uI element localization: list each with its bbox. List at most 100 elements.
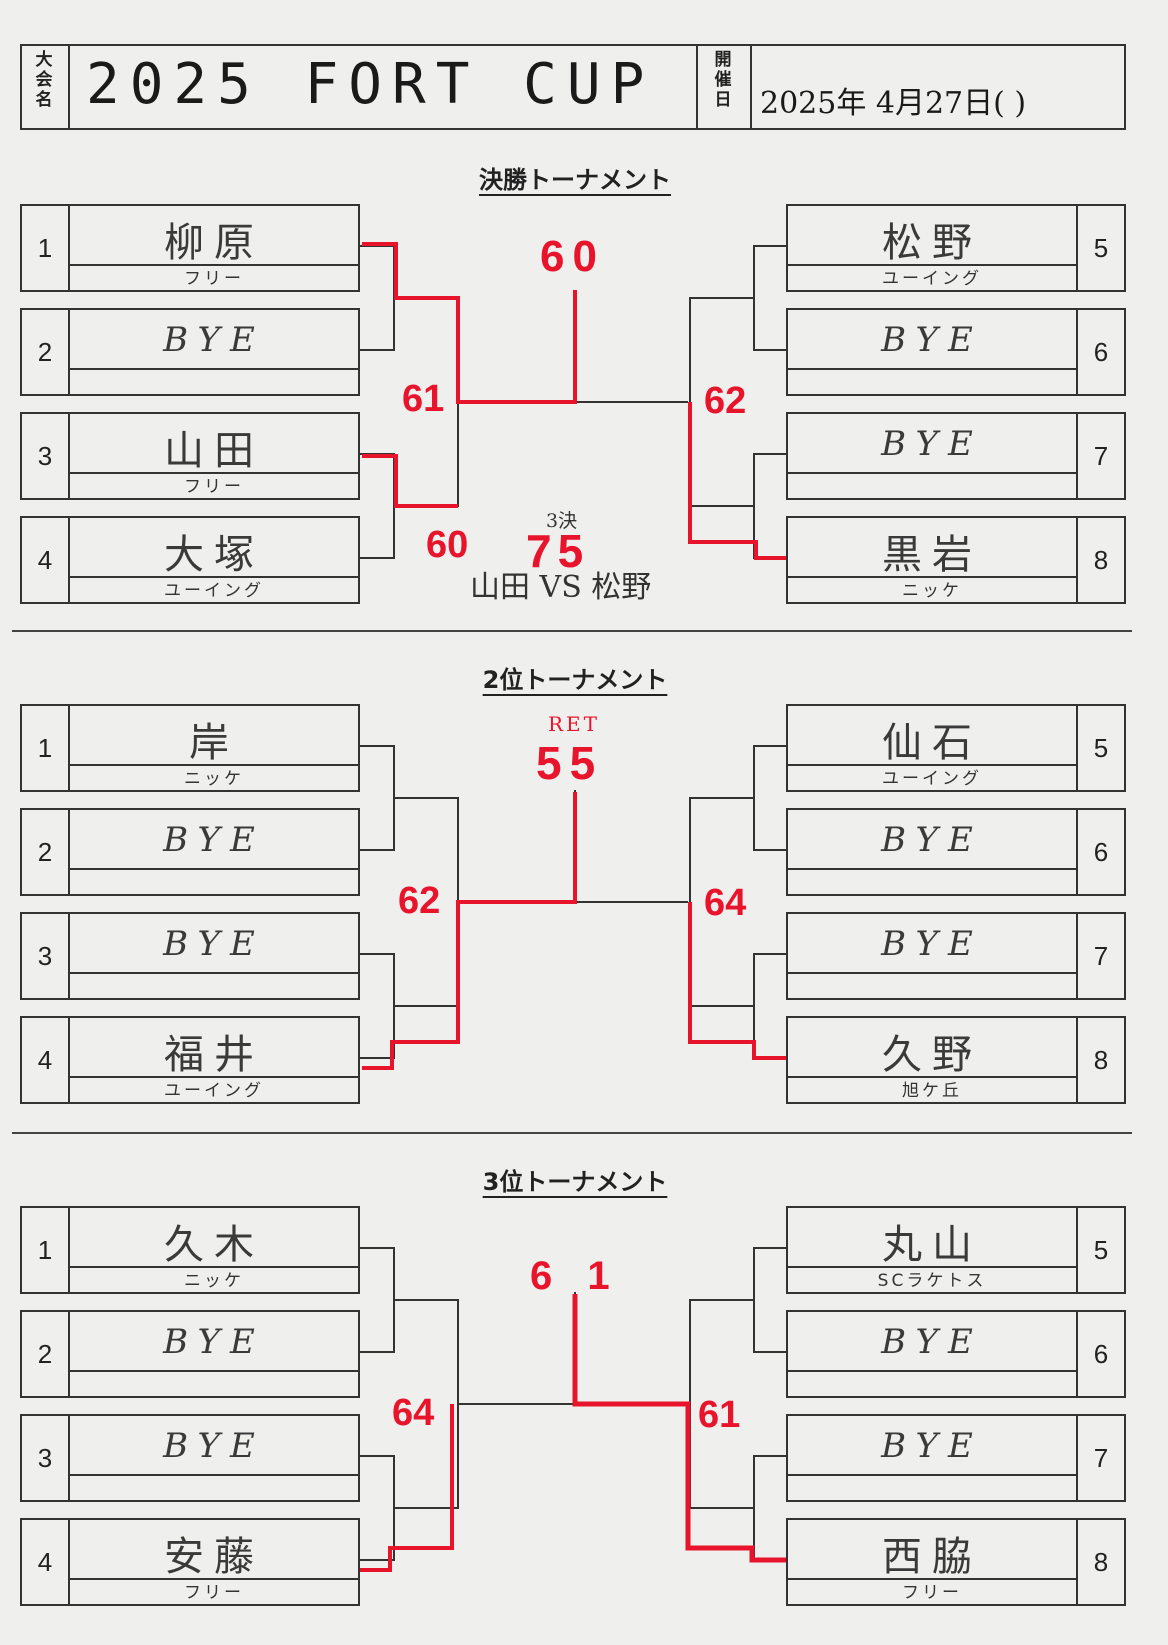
slot-divider: [70, 868, 358, 870]
seed-number: 6: [1076, 1310, 1126, 1398]
player-team: ニッケ: [184, 769, 244, 789]
slot-divider: [788, 1370, 1076, 1372]
player-slot: BYE: [68, 308, 360, 396]
winner-path: [362, 454, 458, 508]
seed-number: 2: [20, 1310, 70, 1398]
left-semi-score-3: 64: [392, 1392, 435, 1434]
third-place-match: 山田 VS 松野: [470, 570, 652, 605]
left-semi-score-1: 61: [402, 378, 445, 420]
left-qf-score-1: 60: [426, 524, 469, 566]
slot-divider: [788, 1474, 1076, 1476]
bracket-line: [360, 1247, 395, 1353]
section-divider-2: [12, 1132, 1132, 1134]
player-team: SCラケトス: [877, 1271, 987, 1291]
slot-divider: [788, 576, 1076, 578]
player-slot: 山田フリー: [68, 412, 360, 500]
player-slot: BYE: [786, 1414, 1078, 1502]
player-slot: BYE: [68, 808, 360, 896]
slot-divider: [788, 764, 1076, 766]
player-slot: BYE: [786, 912, 1078, 1000]
seed-number: 8: [1076, 516, 1126, 604]
slot-divider: [70, 764, 358, 766]
player-slot: 久野旭ケ丘: [786, 1016, 1078, 1104]
right-semi-score-3: 61: [698, 1394, 741, 1436]
seed-number: 2: [20, 808, 70, 896]
bracket-line: [753, 1247, 786, 1353]
slot-divider: [788, 1578, 1076, 1580]
section-title-second: 2位トーナメント: [482, 666, 668, 694]
section-title-third: 3位トーナメント: [482, 1168, 668, 1196]
player-slot: 安藤フリー: [68, 1518, 360, 1606]
slot-divider: [70, 264, 358, 266]
player-name: 柳原: [164, 220, 264, 266]
slot-divider: [70, 1076, 358, 1078]
bracket-line: [360, 745, 395, 851]
player-name: 久野: [882, 1032, 982, 1078]
bracket-line: [360, 245, 395, 351]
player-team: ユーイング: [882, 769, 982, 789]
player-team: フリー: [184, 269, 244, 289]
seed-number: 4: [20, 1016, 70, 1104]
player-slot: BYE: [786, 1310, 1078, 1398]
header-divider-1: [68, 44, 70, 130]
slot-divider: [70, 1474, 358, 1476]
seed-number: 7: [1076, 912, 1126, 1000]
player-slot: 久木ニッケ: [68, 1206, 360, 1294]
player-name: BYE: [163, 320, 265, 360]
player-slot: 丸山 SCラケトス: [786, 1206, 1078, 1294]
slot-divider: [788, 368, 1076, 370]
bracket-line: [360, 953, 395, 1059]
seed-number: 5: [1076, 204, 1126, 292]
seed-number: 4: [20, 1518, 70, 1606]
player-team: ニッケ: [902, 581, 962, 601]
event-name-label: 大 会 名: [35, 50, 53, 110]
seed-number: 1: [20, 1206, 70, 1294]
final-score-3: 6 1: [530, 1254, 622, 1298]
header-frame: [20, 44, 1126, 130]
player-name: 丸山: [882, 1222, 982, 1268]
seed-number: 5: [1076, 704, 1126, 792]
player-slot: 大塚ユーイング: [68, 516, 360, 604]
bracket-line: [753, 745, 786, 851]
player-name: BYE: [881, 320, 983, 360]
player-name: 岸: [189, 720, 239, 766]
bracket-line: [753, 1455, 786, 1561]
player-team: 旭ケ丘: [902, 1081, 962, 1101]
player-name: 安藤: [164, 1534, 264, 1580]
seed-number: 7: [1076, 412, 1126, 500]
player-name: 山田: [164, 428, 264, 474]
player-name: 久木: [164, 1222, 264, 1268]
seed-number: 5: [1076, 1206, 1126, 1294]
player-team: ニッケ: [184, 1271, 244, 1291]
player-slot: 仙石ユーイング: [786, 704, 1078, 792]
left-semi-score-2: 62: [398, 880, 441, 922]
slot-divider: [70, 1370, 358, 1372]
slot-divider: [70, 368, 358, 370]
player-name: BYE: [881, 820, 983, 860]
slot-divider: [788, 1076, 1076, 1078]
slot-divider: [70, 576, 358, 578]
section-title-final: 決勝トーナメント: [479, 166, 671, 194]
slot-divider: [70, 972, 358, 974]
player-name: BYE: [881, 424, 983, 464]
bracket-line: [753, 453, 786, 559]
player-slot: 黒岩ニッケ: [786, 516, 1078, 604]
third-place-score: 75: [526, 525, 590, 577]
slot-divider: [70, 1266, 358, 1268]
winner-path: [362, 792, 577, 1070]
player-name: BYE: [881, 1322, 983, 1362]
player-slot: BYE: [68, 1414, 360, 1502]
seed-number: 1: [20, 704, 70, 792]
seed-number: 6: [1076, 808, 1126, 896]
player-team: ユーイング: [882, 269, 982, 289]
winner-path: [572, 1294, 786, 1563]
player-slot: BYE: [68, 1310, 360, 1398]
player-name: 松野: [882, 220, 982, 266]
final-score-1: 60: [540, 232, 605, 281]
bracket-line: [360, 453, 395, 559]
bracket-line: [753, 245, 786, 351]
bracket-line: [360, 1455, 395, 1561]
seed-number: 6: [1076, 308, 1126, 396]
player-team: ユーイング: [164, 581, 264, 601]
